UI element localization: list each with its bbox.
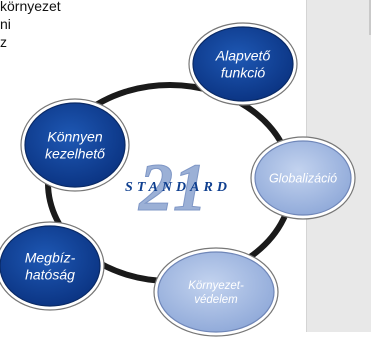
node-bubble — [0, 225, 101, 307]
node-label-line: Megbíz- — [25, 249, 76, 265]
intro-line-1: környezet — [0, 0, 61, 14]
node-globalizacio: Globalizáció — [250, 136, 356, 220]
node-bubble — [157, 251, 275, 333]
center-emblem: 21 STANDARD — [125, 149, 231, 226]
node-label-line: védelem — [194, 294, 238, 306]
node-label-line: funkció — [221, 64, 266, 80]
node-kornyezetvedelem: Környezet-védelem — [153, 247, 279, 337]
node-label-line: Alapvető — [215, 47, 271, 63]
node-bubble — [192, 26, 294, 102]
node-bubble — [24, 102, 126, 188]
node-label-line: kezelhető — [45, 145, 105, 161]
node-label-line: Könnyen — [47, 128, 102, 144]
intro-line-2: ni — [0, 16, 11, 32]
center-number: 21 — [138, 149, 207, 225]
node-label-line: Globalizáció — [269, 171, 337, 185]
node-label-line: Környezet- — [188, 280, 244, 292]
intro-text: környezet ni z — [0, 0, 61, 51]
node-label-line: hatóság — [25, 266, 75, 282]
intro-line-3: z — [0, 34, 7, 50]
side-panel-edge — [369, 0, 371, 35]
center-word: STANDARD — [125, 180, 231, 195]
node-bubble — [254, 140, 352, 216]
node-megbizhatosag: Megbíz-hatóság — [0, 221, 105, 311]
